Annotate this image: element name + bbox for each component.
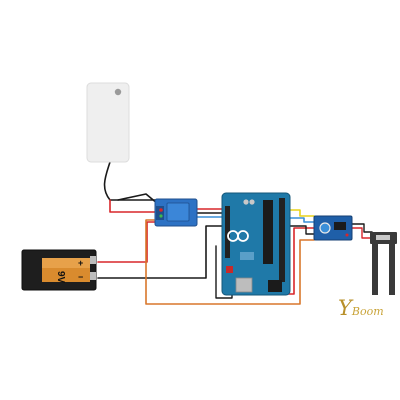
usb-port: [235, 277, 253, 293]
comparator-chip: [334, 222, 346, 230]
power-jack: [268, 280, 282, 292]
probe-wire-black: [351, 223, 373, 233]
potentiometer: [319, 222, 331, 234]
pump-to-relay-black: [117, 193, 159, 205]
pump-outlet: [114, 88, 122, 96]
water-pump: [86, 82, 130, 163]
battery-voltage-label: 9V: [55, 271, 66, 284]
analog-header: [225, 206, 230, 258]
relay-terminal: [156, 206, 164, 220]
battery-minus-sign: −: [78, 272, 83, 282]
pump-black-wire: [103, 161, 159, 201]
relay-module: [154, 198, 198, 227]
battery-black-wire: [97, 225, 225, 279]
battery-9v: 9V + −: [21, 249, 97, 291]
arduino-logo: [227, 230, 249, 242]
arduino-board: [221, 192, 291, 296]
probe-wire-red: [351, 227, 373, 239]
soil-probe: [370, 232, 397, 295]
battery-terminal-minus: [90, 272, 96, 280]
battery-plus-sign: +: [78, 258, 83, 268]
orange-wire: [145, 219, 315, 305]
watermark-initial: Y: [338, 296, 352, 320]
battery-red-wire: [97, 221, 159, 263]
yellow-signal-wire: [287, 209, 315, 217]
relay-led: [159, 208, 163, 212]
reset-button: [226, 266, 233, 273]
blue-signal-wire: [287, 217, 315, 223]
battery-terminal-plus: [90, 256, 96, 264]
microcontroller-chip: [263, 200, 273, 264]
moisture-sensor-module: [313, 215, 353, 241]
watermark-logo: YBoom: [338, 296, 384, 320]
watermark-rest: Boom: [351, 305, 384, 318]
pump-red-wire: [109, 199, 159, 213]
digital-header: [279, 198, 285, 282]
black-sensor-wire: [287, 225, 315, 235]
relay-cube: [166, 202, 190, 222]
